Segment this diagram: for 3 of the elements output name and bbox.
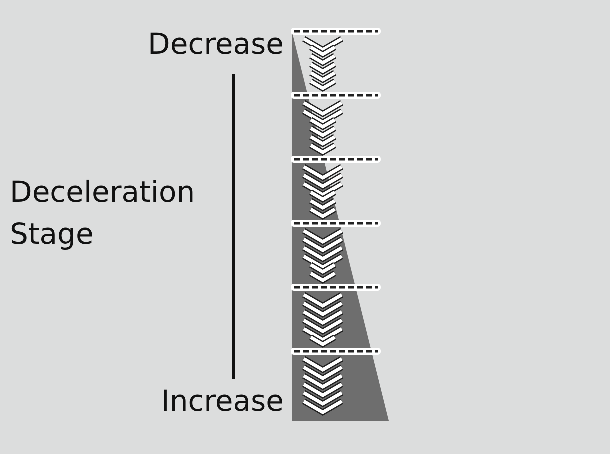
label: Decrease (148, 26, 284, 63)
label: Increase (161, 383, 284, 420)
label: Deceleration Stage (10, 174, 196, 253)
